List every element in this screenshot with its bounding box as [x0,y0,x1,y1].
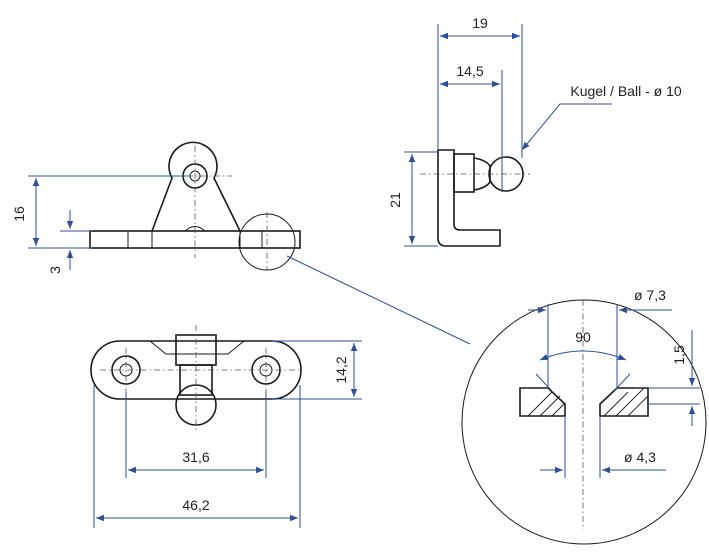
dim-base-width: 14,2 [333,356,349,383]
front-view: 16 3 [11,141,301,274]
dim-front-height: 16 [11,206,27,222]
front-bracket [151,141,241,232]
dim-countersink-angle: 90 [575,329,591,345]
dim-side-height: 21 [387,192,403,208]
dim-countersink-depth: 1,5 [671,345,687,365]
detail-view: 90 ø 7,3 ø 4,3 1,5 [286,255,707,545]
dim-plate-thickness: 3 [47,266,63,274]
top-ball [175,384,217,426]
dim-overall-length: 46,2 [182,497,209,513]
dim-ball-offset: 14,5 [456,63,483,79]
side-bracket [437,149,501,247]
side-view: 19 14,5 Kugel / Ball - ø 10 21 [387,15,682,247]
dim-ball-width: 19 [472,15,488,31]
dim-hole-diameter: ø 4,3 [624,449,656,465]
section-hatch [527,387,649,417]
top-view: 31,6 46,2 14,2 [90,325,362,528]
dim-bolt-spacing: 31,6 [182,449,209,465]
dim-countersink-outer-diameter: ø 7,3 [634,287,666,303]
detail-circle [461,299,707,545]
ball-diameter-label: Kugel / Ball - ø 10 [570,83,681,99]
detail-leader [286,255,471,345]
